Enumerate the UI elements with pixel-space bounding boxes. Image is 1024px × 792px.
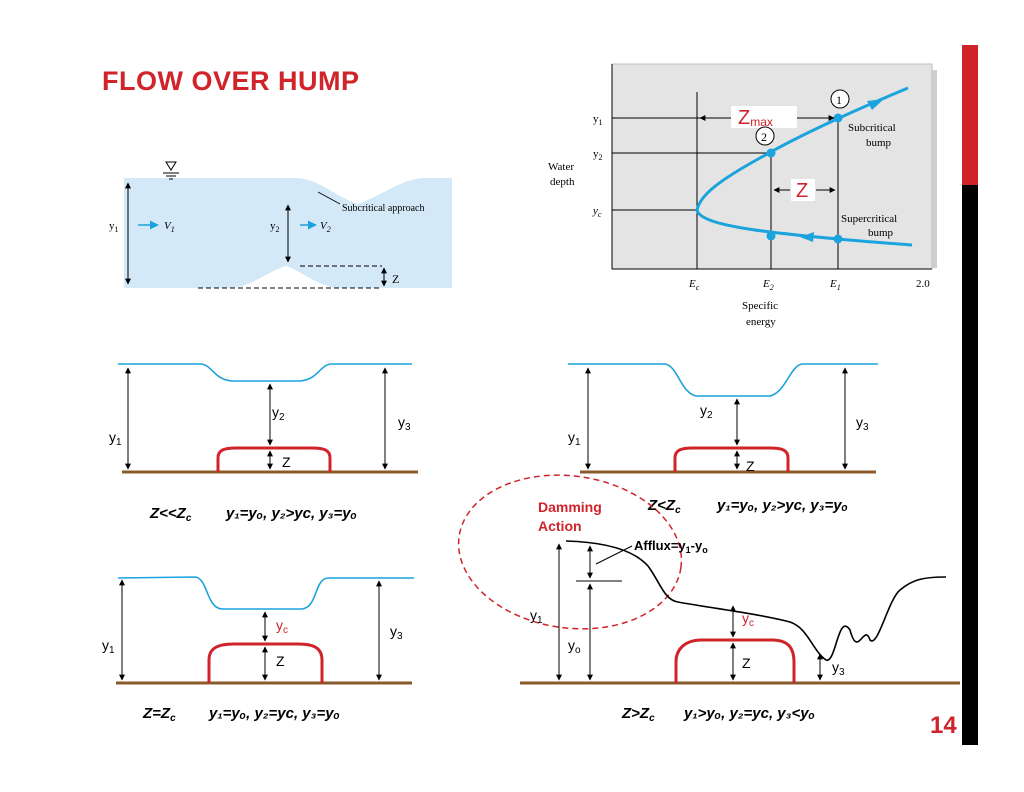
y-axis-label: Water: [548, 161, 574, 173]
svg-text:y1: y1: [568, 429, 581, 448]
point-2-label: 2: [761, 130, 767, 144]
svg-text:Action: Action: [538, 518, 582, 534]
svg-text:y1: y1: [109, 220, 119, 234]
case-1-relation: y₁=yₒ, y₂>yᴄ, y₃=yₒ: [225, 505, 357, 522]
svg-text:y2: y2: [593, 148, 603, 162]
case-4-condition: Z>Zc: [621, 705, 655, 724]
zmax-label: Zmax: [738, 107, 773, 129]
slide-number: 14: [930, 712, 957, 739]
svg-text:Z: Z: [276, 653, 285, 669]
svg-text:y3: y3: [856, 414, 869, 433]
svg-text:y3: y3: [390, 623, 403, 642]
svg-text:y1: y1: [593, 113, 603, 127]
case-2-diagram: y1 y2 y3 Z Z<Zc y₁=yₒ, y₂>yᴄ, y₃=yₒ: [568, 363, 878, 516]
case-1-diagram: y1 y2 y3 Z Z<<Zc y₁=yₒ, y₂>yᴄ, y₃=yₒ: [109, 363, 418, 524]
hump-height-label: Z: [392, 272, 399, 286]
svg-text:Z: Z: [742, 655, 751, 671]
point-1-label: 1: [836, 93, 842, 107]
svg-text:depth: depth: [550, 176, 575, 188]
subcritical-approach-label: Subcritical approach: [342, 203, 424, 214]
damming-ellipse: [457, 474, 683, 630]
subcritical-bump-label: Subcritical: [848, 122, 896, 134]
water-surface-icon: [163, 161, 179, 180]
svg-text:V2: V2: [320, 220, 331, 234]
accent-bar-black: [962, 185, 978, 745]
svg-text:Z: Z: [282, 454, 291, 470]
svg-text:y1: y1: [530, 607, 543, 626]
damming-label: Damming: [538, 499, 602, 515]
svg-text:y2: y2: [270, 220, 280, 234]
svg-text:bump: bump: [866, 137, 892, 149]
case-3-condition: Z=Zc: [142, 705, 176, 724]
z-difference-label: Z: [796, 180, 808, 202]
svg-text:Ec: Ec: [688, 278, 700, 292]
svg-text:y2: y2: [272, 404, 285, 423]
svg-text:Z: Z: [746, 458, 755, 474]
svg-text:yo: yo: [568, 637, 581, 656]
afflux-label: Afflux=y1-yo: [634, 538, 708, 555]
svg-text:y3: y3: [832, 659, 845, 678]
svg-text:E2: E2: [762, 278, 774, 292]
svg-text:y1: y1: [102, 637, 115, 656]
case-4-diagram: Damming Action Afflux=y1-yo y1 yo yc Z y…: [457, 474, 960, 724]
supercritical-bump-label: Supercritical: [841, 213, 897, 225]
figure-channel-hump: y1 V1 y2 V2 Subcritical approach Z: [109, 161, 452, 289]
svg-text:y3: y3: [398, 414, 411, 433]
case-4-relation: y₁>yₒ, y₂=yᴄ, y₃<yₒ: [683, 705, 815, 722]
slide-title: FLOW OVER HUMP: [102, 66, 360, 96]
x-tick-max: 2.0: [916, 278, 930, 290]
case-2-relation: y₁=yₒ, y₂>yᴄ, y₃=yₒ: [716, 497, 848, 514]
svg-text:yc: yc: [276, 617, 288, 636]
svg-text:energy: energy: [746, 316, 776, 328]
svg-text:E1: E1: [829, 278, 841, 292]
case-1-condition: Z<<Zc: [149, 505, 192, 524]
svg-text:y1: y1: [109, 429, 122, 448]
figure-specific-energy: Zmax Z 1 2 y1 y2 yc Water depth Ec E2 E1…: [548, 63, 937, 328]
case-3-relation: y₁=yₒ, y₂=yᴄ, y₃=yₒ: [208, 705, 340, 722]
x-axis-label: Specific: [742, 300, 778, 312]
accent-bar-red: [962, 45, 978, 185]
svg-text:yc: yc: [742, 610, 754, 629]
svg-text:y2: y2: [700, 402, 713, 421]
svg-text:bump: bump: [868, 227, 894, 239]
case-3-diagram: y1 yc y3 Z Z=Zc y₁=yₒ, y₂=yᴄ, y₃=yₒ: [102, 576, 414, 724]
svg-text:yc: yc: [592, 205, 602, 219]
case-2-condition: Z<Zc: [647, 497, 681, 516]
svg-text:V1: V1: [164, 220, 175, 234]
